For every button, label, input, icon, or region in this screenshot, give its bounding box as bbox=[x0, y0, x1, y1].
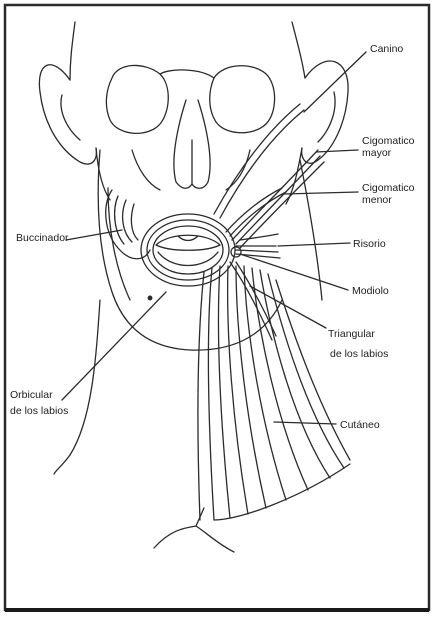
label-buccinador: Buccinador bbox=[16, 232, 69, 244]
label-risorio: Risorio bbox=[353, 238, 386, 250]
label-triangular-line2: de los labios bbox=[330, 348, 388, 360]
label-cigomatico-mayor-line2: mayor bbox=[362, 147, 392, 159]
label-triangular-line1: Triangular bbox=[328, 328, 375, 340]
label-cigomatico-menor-line2: menor bbox=[362, 194, 392, 206]
label-cutaneo: Cutáneo bbox=[340, 419, 380, 431]
label-modiolo: Modiolo bbox=[352, 285, 389, 297]
label-orbicular-line2: de los labios bbox=[10, 405, 68, 417]
chin-mark bbox=[148, 296, 152, 300]
label-cigomatico-mayor-line1: Cigomatico bbox=[362, 135, 415, 147]
label-orbicular-line1: Orbicular bbox=[10, 389, 53, 401]
label-canino: Canino bbox=[370, 43, 403, 55]
label-cigomatico-menor-line1: Cigomatico bbox=[362, 182, 415, 194]
